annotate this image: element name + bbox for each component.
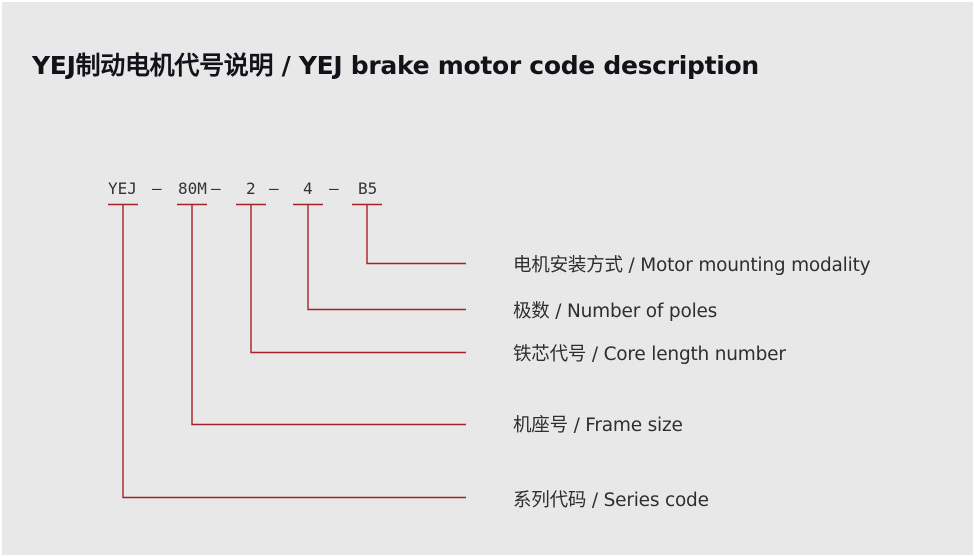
code-separator: — xyxy=(152,179,162,198)
code-segment-core: 2 xyxy=(246,179,256,198)
code-separator: — xyxy=(329,179,339,198)
description-series: 系列代码 / Series code xyxy=(513,490,709,511)
connector-core xyxy=(250,204,466,354)
code-segment-poles: 4 xyxy=(303,179,313,198)
code-segment-mounting: B5 xyxy=(358,179,378,198)
connector-mounting xyxy=(366,204,466,265)
connector-frame xyxy=(191,204,466,426)
description-mounting: 电机安装方式 / Motor mounting modality xyxy=(513,255,871,276)
code-separator: — xyxy=(269,179,279,198)
description-poles: 极数 / Number of poles xyxy=(513,301,718,322)
description-core: 铁芯代号 / Core length number xyxy=(513,344,786,365)
page-title: YEJ制动电机代号说明 / YEJ brake motor code descr… xyxy=(32,51,759,80)
code-segment-series: YEJ xyxy=(108,179,137,198)
connector-series xyxy=(122,204,466,499)
connector-poles xyxy=(307,204,466,311)
description-frame: 机座号 / Frame size xyxy=(513,415,683,436)
code-segment-frame: 80M xyxy=(178,179,207,198)
code-separator: — xyxy=(211,179,221,198)
